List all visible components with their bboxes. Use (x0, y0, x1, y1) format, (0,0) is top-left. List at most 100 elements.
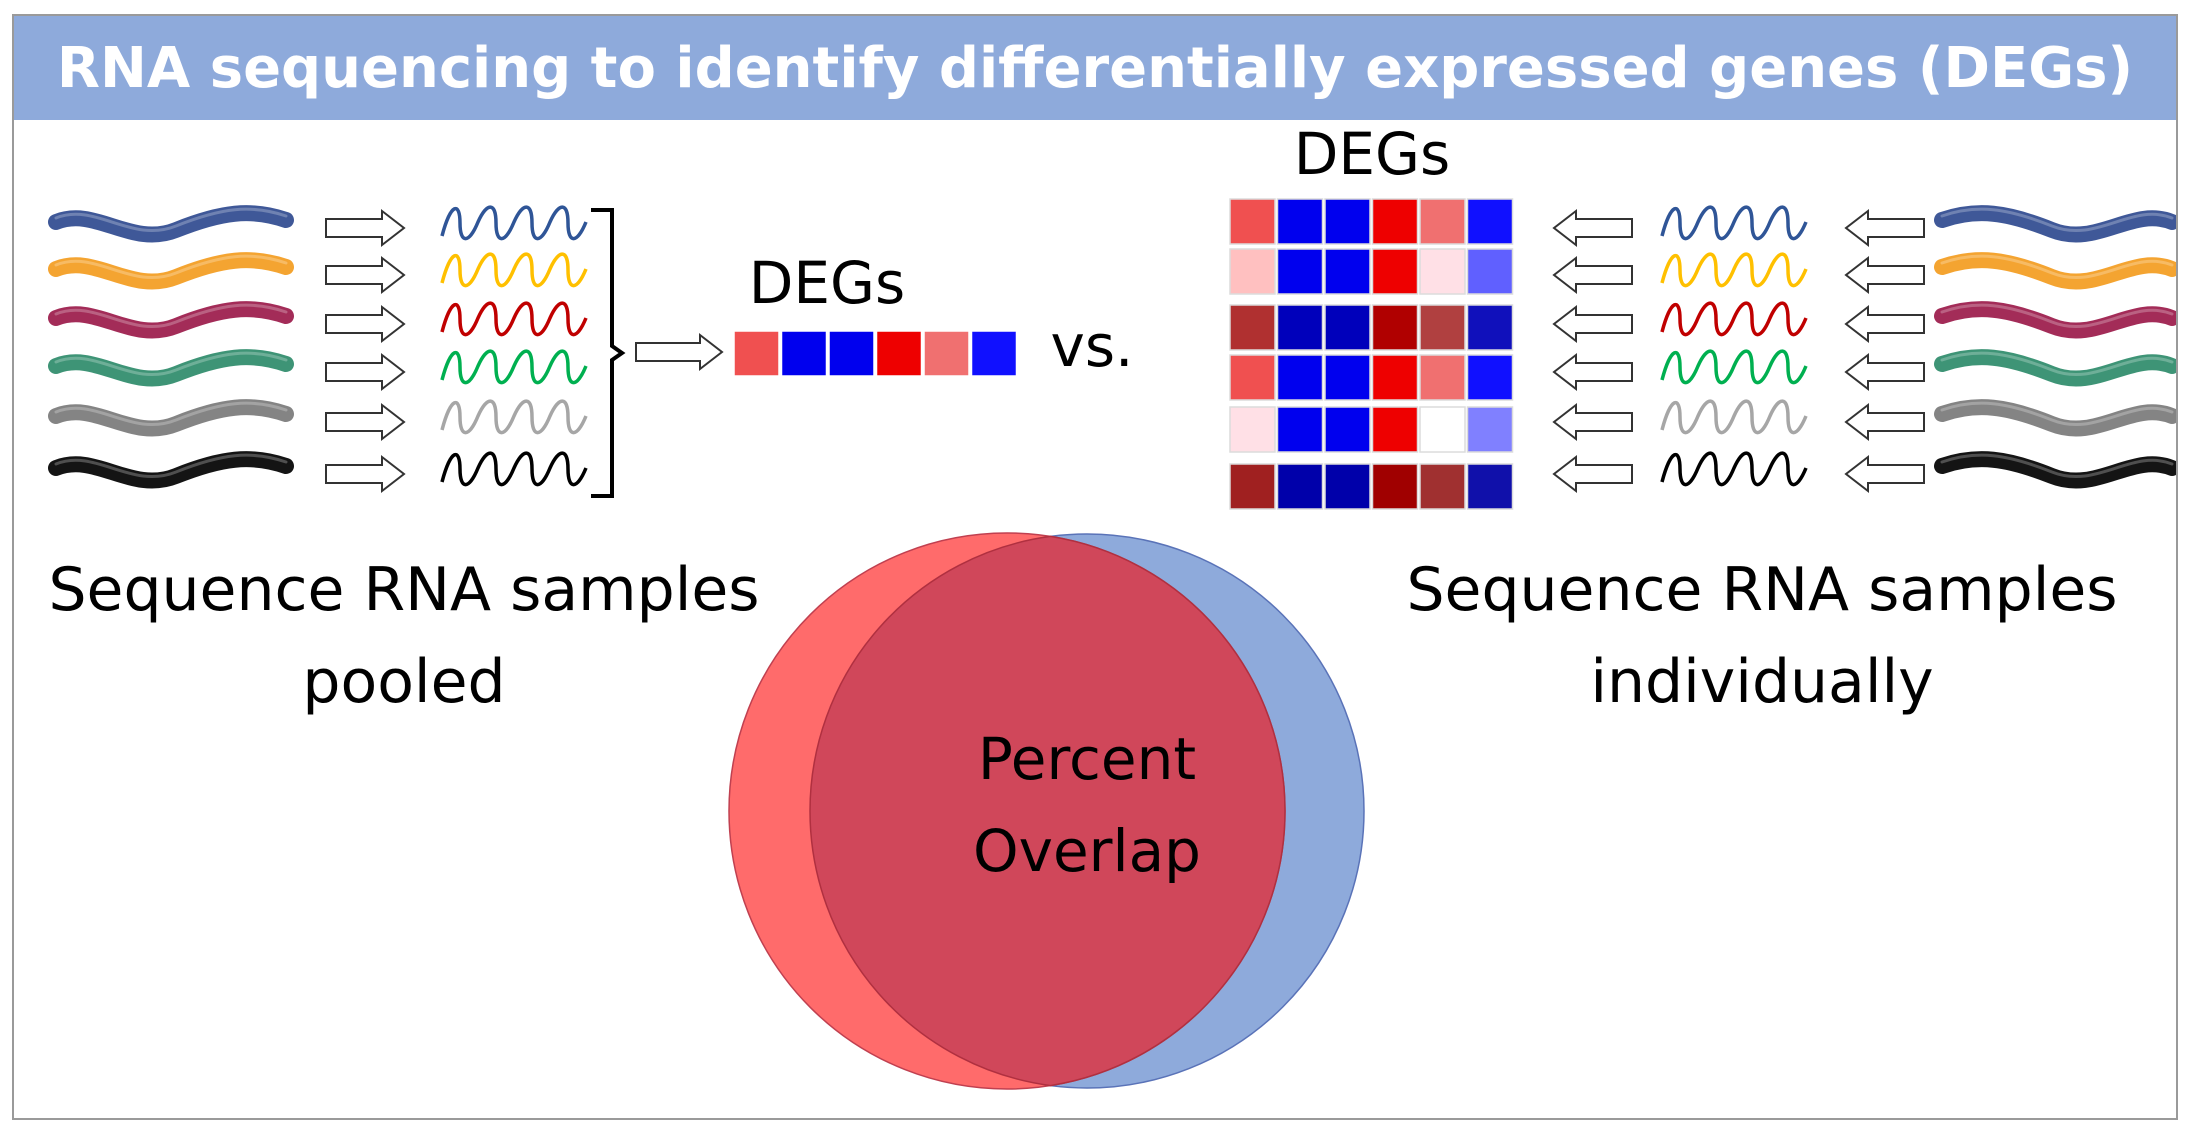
block-arrow (325, 255, 406, 295)
worm-highlight (54, 401, 288, 426)
individual-degs-label: DEGs (1294, 120, 1450, 188)
individual-deg-cell (1419, 463, 1466, 510)
pooled-rna-signals (440, 205, 588, 487)
worm-highlight (1940, 254, 2174, 279)
worm-highlight (1940, 401, 2174, 426)
worm-highlight (54, 453, 288, 478)
individual-deg-cell (1324, 198, 1371, 245)
pooled-deg-cell (780, 330, 828, 377)
pooled-deg-cell (970, 330, 1018, 377)
individual-deg-cell (1324, 304, 1371, 351)
block-arrow (1844, 208, 1925, 248)
individual-deg-cell (1276, 463, 1324, 510)
worm (1934, 399, 2176, 437)
individual-deg-cell (1276, 406, 1324, 453)
individual-deg-cell (1371, 248, 1419, 295)
individual-deg-cell (1324, 406, 1371, 453)
individual-sample-arrows (1844, 208, 1925, 494)
worm (48, 451, 294, 489)
block-arrow (325, 208, 406, 248)
rna-wave (440, 349, 588, 385)
individual-deg-cell (1229, 248, 1276, 295)
venn-diagram: Percent Overlap (728, 532, 1365, 1090)
individual-deg-cell (1276, 354, 1324, 401)
block-arrow (325, 454, 406, 494)
individual-deg-cell (1466, 198, 1514, 245)
individual-rna-signals (1660, 205, 1808, 487)
figure-title: RNA sequencing to identify differentiall… (56, 35, 2134, 101)
pooled-output-arrow (635, 332, 724, 372)
individual-deg-cell (1276, 198, 1324, 245)
diagram-canvas: Percent Overlap DEGs vs. DEGs (48, 120, 2176, 1090)
block-arrow (1844, 352, 1925, 392)
individual-deg-cell (1229, 304, 1276, 351)
individual-deg-cell (1324, 463, 1371, 510)
individual-deg-cell (1371, 406, 1419, 453)
individual-signal-arrows (1552, 208, 1633, 494)
rna-wave (440, 301, 588, 337)
block-arrow (1552, 304, 1633, 344)
rna-wave (1660, 301, 1808, 337)
vs-label: vs. (1051, 312, 1134, 380)
worm (1934, 301, 2176, 339)
rna-wave (440, 252, 588, 288)
block-arrow (1552, 454, 1633, 494)
block-arrow (325, 352, 406, 392)
rna-wave (440, 451, 588, 487)
overlap-label-line1: Percent (978, 725, 1196, 793)
worm (48, 301, 294, 339)
individual-deg-cell (1466, 304, 1514, 351)
block-arrow (635, 332, 724, 372)
individual-deg-cell (1229, 463, 1276, 510)
individual-caption: Sequence RNA samples individually (1402, 544, 2122, 728)
rna-wave (1660, 451, 1808, 487)
figure-frame: RNA sequencing to identify differentiall… (12, 14, 2178, 1120)
rna-wave (440, 205, 588, 241)
worm (48, 399, 294, 437)
individual-caption-line2: individually (1590, 647, 1934, 717)
individual-deg-cell (1466, 354, 1514, 401)
rna-wave (440, 399, 588, 435)
individual-deg-cell (1371, 463, 1419, 510)
individual-caption-line1: Sequence RNA samples (1406, 555, 2118, 625)
individual-deg-cell (1276, 304, 1324, 351)
individual-deg-cell (1276, 248, 1324, 295)
block-arrow (1552, 208, 1633, 248)
pooled-deg-cell (923, 330, 970, 377)
block-arrow (1552, 255, 1633, 295)
pooling-bracket (591, 208, 626, 498)
block-arrow (1844, 255, 1925, 295)
individual-deg-cell (1419, 406, 1466, 453)
rna-wave (1660, 252, 1808, 288)
block-arrow (1844, 402, 1925, 442)
individual-deg-cell (1466, 406, 1514, 453)
pooled-deg-cell (828, 330, 875, 377)
individual-deg-cell (1419, 248, 1466, 295)
individual-deg-cell (1229, 198, 1276, 245)
individual-worm-samples (1934, 205, 2176, 489)
individual-deg-cell (1419, 304, 1466, 351)
worm (1934, 451, 2176, 489)
individual-deg-cell (1371, 354, 1419, 401)
individual-deg-cell (1419, 354, 1466, 401)
worm (1934, 349, 2176, 387)
pooled-caption: Sequence RNA samples pooled (44, 544, 764, 728)
block-arrow (1844, 454, 1925, 494)
individual-deg-cell (1371, 304, 1419, 351)
worm-highlight (1940, 207, 2174, 232)
pooled-deg-cell (875, 330, 923, 377)
worm-highlight (1940, 303, 2174, 328)
worm-highlight (54, 254, 288, 279)
individual-deg-cell (1324, 248, 1371, 295)
venn-overlap-region (809, 535, 1286, 1087)
worm (48, 252, 294, 290)
title-banner: RNA sequencing to identify differentiall… (14, 16, 2176, 120)
rna-wave (1660, 399, 1808, 435)
worm-highlight (1940, 351, 2174, 376)
pooled-sample-arrows (325, 208, 406, 494)
worm (48, 349, 294, 387)
worm-highlight (54, 207, 288, 232)
worm (48, 205, 294, 243)
block-arrow (325, 402, 406, 442)
worm (1934, 252, 2176, 290)
